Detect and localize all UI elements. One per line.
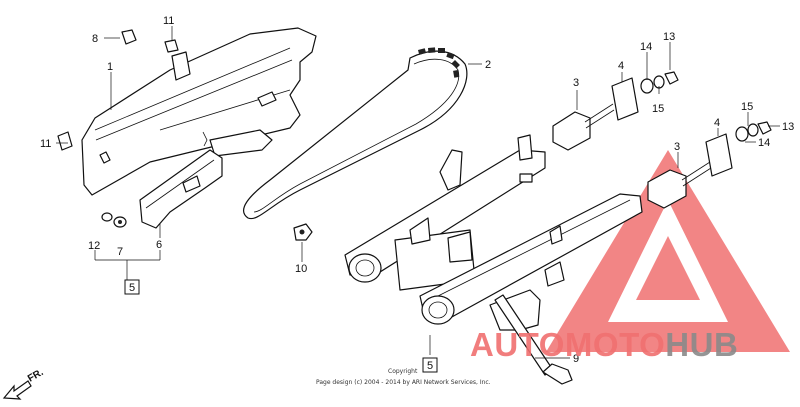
callout-11: 11 [163,15,174,27]
watermark-auto: AUTO [470,326,565,363]
svg-text:5: 5 [129,282,135,294]
callout-4: 4 [618,60,624,72]
svg-text:Page design (c) 2004 - 2014 by: Page design (c) 2004 - 2014 by ARI Netwo… [316,379,491,386]
pivot-bolt [494,294,573,385]
drive-chain [242,47,468,220]
callout-13: 13 [663,31,675,43]
screw-8-and-bolts-11 [57,29,179,151]
callout-3: 3 [674,141,680,153]
callout-4: 4 [714,117,720,129]
watermark-moto: MOTO [565,326,665,363]
callout-1: 1 [107,61,113,73]
callout-14: 14 [640,41,652,53]
callout-8: 8 [92,33,98,45]
watermark-hub: HUB [665,326,738,363]
callout-2: 2 [485,59,491,71]
callout-11: 11 [40,138,51,150]
callout-6: 6 [156,239,162,251]
callout-3: 3 [573,77,579,89]
callout-9: 9 [573,353,579,365]
svg-text:Copyright: Copyright [388,368,418,375]
svg-text:5: 5 [427,360,433,372]
kit-reference-box: 5 [422,357,438,373]
front-direction-arrow: FR. [2,367,46,400]
watermark-text: AUTOMOTOHUB [470,326,738,363]
callout-labels: 8 11 1 2 11 12 7 6 10 3 4 14 13 15 3 4 1… [40,15,794,365]
watermark-logo [546,150,790,352]
svg-text:AUTOMOTOHUB: AUTOMOTOHUB [470,326,738,363]
slider-bolts [101,212,127,228]
callout-14: 14 [758,137,770,149]
callout-15: 15 [741,101,753,113]
chain-case [81,27,317,196]
copyright-notice: Copyright Page design (c) 2004 - 2014 by… [316,368,491,386]
direction-label: FR. [26,367,46,385]
kit-reference-box: 5 [124,279,140,295]
callout-7: 7 [117,246,123,258]
swingarm [344,134,643,331]
chain-adjuster-lower [647,121,772,209]
callout-12: 12 [88,240,100,252]
nut-10 [293,223,313,241]
chain-adjuster-upper [552,71,679,151]
callout-15: 15 [652,103,664,115]
callout-10: 10 [295,263,307,275]
callout-13: 13 [782,121,794,133]
leader-lines [56,26,780,359]
chain-slider [139,149,223,229]
